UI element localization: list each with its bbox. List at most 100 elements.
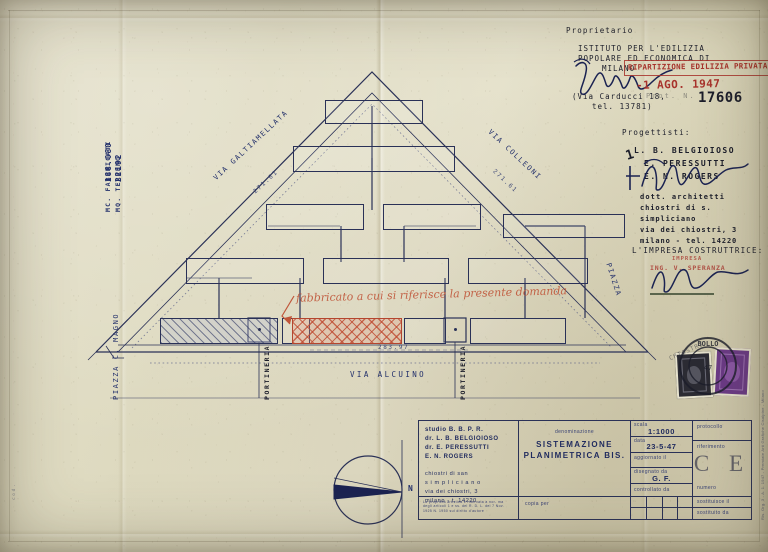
metric-volume-value: 188.080: [104, 141, 113, 182]
designer-2: E. PERESSUTTI: [644, 159, 727, 168]
studio-address-1: chiostri di san: [425, 471, 469, 477]
street-label-via-alcuino: VIA ALCUINO: [350, 370, 427, 379]
designers-list: L. B. BELGIOIOSO E. PERESSUTTI E. N. ROG…: [634, 144, 735, 183]
field-numero-label: numero: [697, 485, 717, 491]
sheet-edge-top: [8, 10, 760, 11]
field-disegnato-label: disegnato da: [634, 469, 668, 475]
building-block-r3-left: [266, 204, 364, 230]
field-sostituito-label: sostituito da: [697, 510, 729, 516]
grid-cell-3: [663, 497, 678, 508]
compass-north-label: N: [408, 484, 415, 493]
owner-address: (Via Carducci 18,: [572, 92, 666, 101]
building-block-right-1: [470, 318, 566, 344]
building-block-existing-hatched: [160, 318, 278, 344]
lodge-dot-left: [258, 328, 261, 331]
sheet-edge-bottom: [8, 541, 760, 542]
legal-note: La proprietà artistica è riservata a nor…: [423, 500, 505, 513]
office-stamp-authority: RIPARTIZIONE EDILIZIA PRIVATA: [627, 61, 768, 72]
designer-3: E. N. ROGERS: [644, 172, 720, 181]
building-block-r3-right: [383, 204, 481, 230]
svg-text:BOLLO: BOLLO: [697, 340, 718, 348]
studio-line-1: studio B. B. P. R.: [425, 427, 484, 433]
metric-area-value: 22192: [114, 153, 123, 182]
grid-cell-7: [663, 508, 678, 519]
grid-cell-5: [631, 508, 647, 519]
field-scala: scala 1:1000: [631, 421, 693, 437]
field-riferimento-label: riferimento: [697, 444, 726, 450]
label-portineria-right: PORTINERIA: [459, 344, 467, 400]
title-block-studio-cell: studio B. B. P. R. dr. L. B. BELGIOIOSO …: [419, 421, 519, 504]
designers-address: dott. architetti chiostri di s. simplici…: [640, 192, 768, 247]
grid-cell-4: [678, 497, 693, 508]
studio-address-2: s i m p l i c i a n o: [425, 480, 481, 486]
field-scala-value: 1:1000: [648, 427, 675, 436]
field-protocollo: protocollo: [693, 421, 751, 441]
office-stamp-prot-prefix: Prot. N.: [646, 92, 696, 100]
building-block-mid: [404, 318, 446, 344]
designers-sub-2: chiostri di s. simpliciano: [640, 204, 712, 223]
designer-1: L. B. BELGIOIOSO: [634, 146, 736, 155]
field-data-value: 23-5-47: [646, 442, 677, 451]
designers-sub-3: via dei chiostri, 3: [640, 226, 738, 234]
studio-line-2: dr. L. B. BELGIOIOSO: [425, 436, 499, 442]
designers-sub-1: dott. architetti: [640, 193, 726, 201]
field-riferimento-value: C E: [693, 451, 751, 476]
title-block-legal-cell: La proprietà artistica è riservata a nor…: [419, 497, 519, 519]
compass-rose-graphic: [333, 440, 403, 538]
field-disegnato: disegnato da G. F.: [631, 468, 693, 484]
building-block-r3-far-right: [503, 214, 625, 238]
owner-line-2: POPOLARE ED ECONOMICA DI: [578, 54, 711, 63]
field-data: data 23-5-47: [631, 437, 693, 453]
archive-mark: cod.: [12, 482, 17, 500]
owner-address-block: (Via Carducci 18, tel. 13781): [572, 92, 666, 112]
field-sostituisce-label: sostituisce il: [697, 499, 730, 505]
building-block-r2: [293, 146, 455, 172]
grid-cell-1: [631, 497, 647, 508]
field-data-label: data: [634, 438, 646, 444]
builder-stamp-line-1: IMPRESA: [672, 256, 703, 262]
dimension-alcuino: 283.97: [378, 344, 410, 351]
postmark-circular: BOLLO 47: [679, 337, 737, 395]
printer-margin-note: Ris. Org. 3 - A. 1. 1947 - Premiate Arti…: [760, 390, 765, 520]
office-stamp-protocol-number: 17606: [698, 90, 743, 106]
studio-address-4: milano - t. 14220: [425, 498, 477, 504]
field-riferimento: riferimento C E: [693, 441, 751, 489]
svg-text:47: 47: [704, 364, 712, 372]
field-controllato-label: controllato da: [634, 487, 670, 493]
title-block: studio B. B. P. R. dr. L. B. BELGIOIOSO …: [418, 420, 752, 520]
denomination-value-2: PLANIMETRICA BIS.: [523, 451, 626, 460]
grid-cell-6: [647, 508, 663, 519]
field-aggiornato: aggiornato il: [631, 453, 693, 468]
building-block-r4-right: [468, 258, 588, 284]
sheet-edge-right: [759, 10, 760, 541]
builder-label: L'IMPRESA COSTRUTTRICE:: [632, 246, 764, 255]
building-block-r4-left: [186, 258, 304, 284]
studio-line-3: dr. E. PERESSUTTI: [425, 445, 490, 451]
owner-line-1: ISTITUTO PER L'EDILIZIA: [578, 44, 705, 53]
designers-sub-4: milano - tel. 14220: [640, 237, 738, 245]
designers-label: Progettisti:: [622, 128, 691, 137]
field-aggiornato-label: aggiornato il: [634, 455, 667, 461]
builder-stamp-line-2: ING. V. SPERANZA: [650, 264, 726, 272]
owner-phone: tel. 13781): [592, 102, 653, 111]
title-block-denomination-cell: denominazione SISTEMAZIONE PLANIMETRICA …: [519, 421, 631, 497]
grid-cell-2: [647, 497, 663, 508]
field-controllato: controllato da: [631, 484, 693, 497]
field-numero: numero: [693, 481, 751, 497]
copy-for-label: copia per: [525, 501, 550, 507]
studio-address-3: via dei chiostri, 3: [425, 489, 479, 495]
building-block-subject-red: [292, 318, 402, 344]
field-disegnato-value: G. F.: [652, 474, 671, 483]
field-sostituisce: sostituisce il: [693, 497, 751, 508]
denomination-value-1: SISTEMAZIONE: [536, 440, 613, 449]
annotation-leader-arrow: [281, 295, 295, 325]
field-scala-label: scala: [634, 422, 648, 428]
grid-cell-8: [678, 508, 693, 519]
denomination-label: denominazione: [554, 429, 595, 435]
field-protocollo-label: protocollo: [697, 424, 723, 430]
sheet-edge-left: [9, 10, 10, 541]
street-label-piazza-c-magno: PIAZZA C. MAGNO: [112, 312, 120, 400]
building-block-r4-center: [323, 258, 449, 284]
